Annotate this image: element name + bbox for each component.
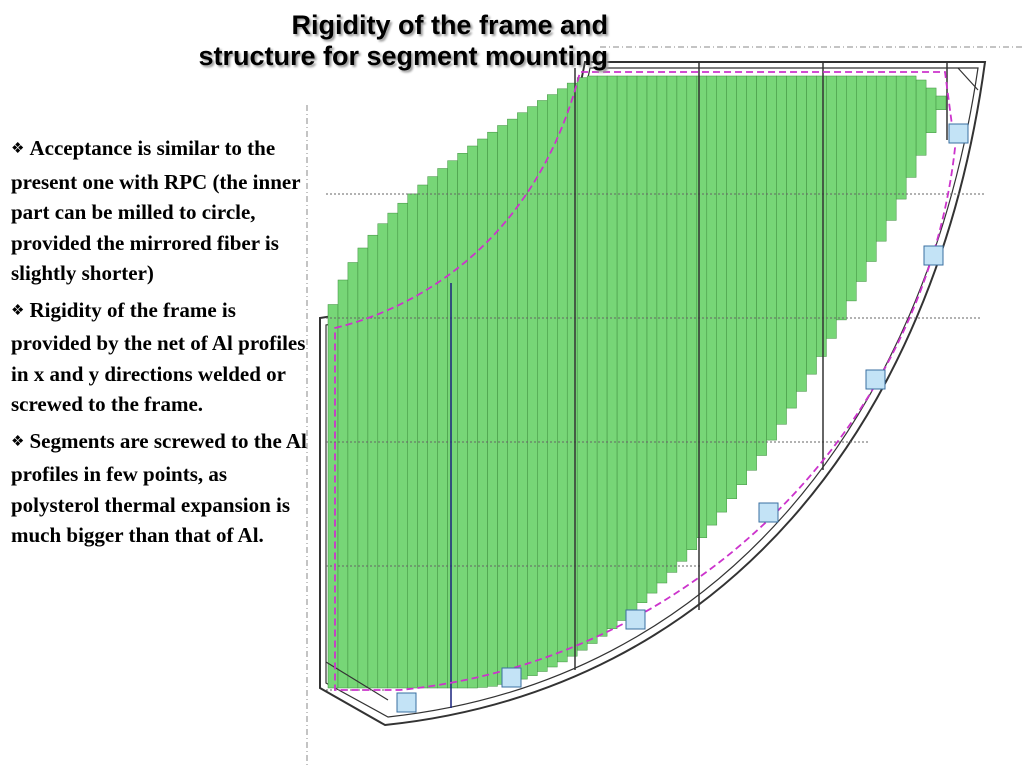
segment-bar	[816, 75, 827, 357]
segment-bar	[915, 79, 927, 156]
segment-bar	[796, 75, 807, 392]
bullet-list: ❖Acceptance is similar to the present on…	[11, 133, 307, 557]
segment-bar	[875, 75, 887, 242]
segment-bar	[616, 75, 628, 621]
bullet-item: ❖Rigidity of the frame is provided by th…	[11, 295, 307, 420]
segment-bar	[776, 75, 787, 425]
segment-bar	[856, 75, 867, 282]
segment-bar	[457, 153, 468, 689]
segment-bar	[666, 75, 678, 573]
mounting-pad	[625, 609, 646, 630]
mounting-pad	[923, 245, 944, 266]
segment-bar	[586, 75, 598, 644]
segment-bar	[846, 75, 857, 302]
segment-bar	[367, 234, 379, 689]
segment-bar	[756, 75, 767, 456]
slide-title: Rigidity of the frame and structure for …	[8, 10, 608, 72]
segment-bar	[716, 75, 727, 513]
segment-bar	[895, 75, 907, 200]
segment-bar	[596, 75, 608, 637]
segment-bar	[656, 75, 668, 584]
mounting-pad	[948, 123, 969, 144]
segment-bar	[537, 100, 548, 672]
mounting-pad	[501, 667, 522, 688]
segment-bar	[477, 138, 488, 688]
bullet-item: ❖Segments are screwed to the Al profiles…	[11, 426, 307, 551]
segment-bar	[676, 75, 688, 562]
bullet-text: Acceptance is similar to the present one…	[11, 136, 301, 285]
bullet-text: Rigidity of the frame is provided by the…	[11, 297, 306, 417]
segment-bar	[905, 75, 917, 178]
corner-brace-top-right	[957, 67, 979, 91]
segment-bar	[347, 262, 359, 689]
segment-bar	[606, 75, 618, 629]
segment-bar	[935, 95, 947, 110]
segment-bar	[387, 212, 399, 689]
segment-bar	[437, 168, 448, 689]
bullet-item: ❖Acceptance is similar to the present on…	[11, 133, 307, 289]
mounting-pad	[396, 692, 417, 713]
segment-bar	[686, 75, 698, 550]
segment-bar	[497, 125, 508, 685]
segment-bar	[626, 75, 638, 613]
diamond-bullet-icon: ❖	[11, 302, 25, 319]
segment-bar	[487, 131, 498, 687]
segment-bar	[786, 75, 797, 409]
segment-bar	[337, 279, 349, 689]
segment-bar	[547, 94, 558, 668]
segment-bar	[517, 112, 528, 680]
segment-bar	[826, 75, 837, 339]
segment-bar	[327, 304, 339, 689]
segment-bar	[746, 75, 757, 471]
mounting-pad	[865, 369, 886, 390]
corner-brace-bottom-left	[325, 661, 389, 701]
segment-bar	[447, 160, 458, 689]
segment-bar	[736, 75, 747, 485]
title-line-1: Rigidity of the frame and	[291, 10, 608, 40]
segment-bar	[377, 223, 389, 689]
segment-bar	[706, 75, 718, 526]
segment-bar	[427, 176, 438, 689]
segment-bar	[925, 87, 937, 133]
segment-bar	[576, 77, 588, 651]
segment-bar	[836, 75, 847, 321]
diamond-bullet-icon: ❖	[11, 141, 25, 157]
segment-bar	[636, 75, 648, 603]
bullet-text: Segments are screwed to the Al profiles …	[11, 428, 307, 548]
acceptance-outline-dashed	[334, 71, 956, 691]
mounting-pads	[396, 123, 969, 713]
segment-bar	[397, 202, 409, 689]
segment-bar	[417, 184, 428, 689]
segment-bar	[866, 75, 877, 262]
title-line-2: structure for segment mounting	[198, 41, 608, 71]
mounting-pad	[758, 502, 779, 523]
segment-bar	[885, 75, 897, 221]
scintillator-segments	[327, 75, 947, 689]
segment-bar	[726, 75, 737, 499]
segment-bar	[766, 75, 777, 441]
segment-bar	[407, 193, 418, 689]
segment-bar	[646, 75, 658, 594]
segment-bar	[806, 75, 817, 375]
segment-bar	[557, 88, 568, 663]
diamond-bullet-icon: ❖	[11, 433, 25, 450]
segment-bar	[467, 145, 478, 689]
al-profiles-vertical	[450, 62, 948, 708]
segment-bar	[507, 118, 518, 683]
segment-bar	[357, 247, 369, 689]
